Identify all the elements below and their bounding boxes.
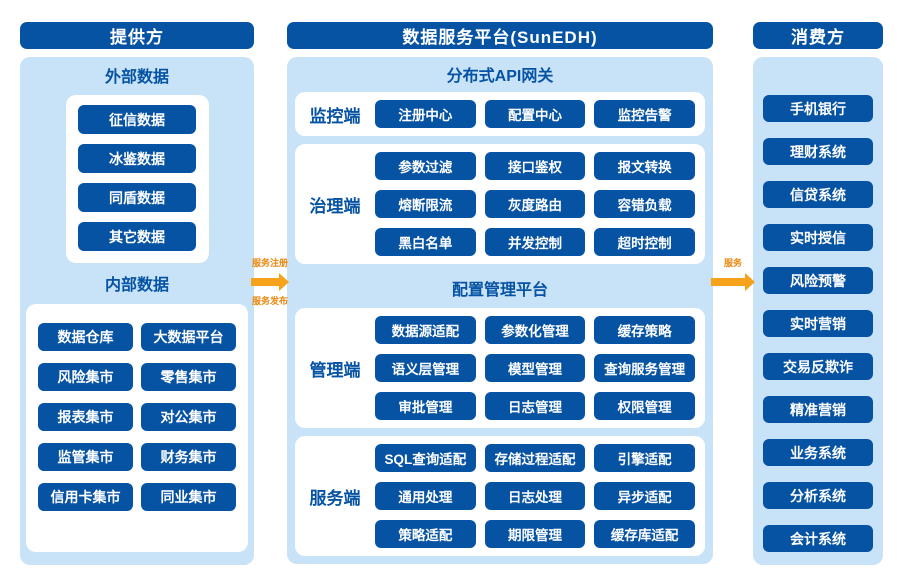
governance-node: 参数过滤: [375, 152, 476, 180]
management-node: 缓存策略: [594, 316, 695, 344]
service-node: 期限管理: [484, 520, 586, 548]
internal-data-node: 数据仓库: [38, 323, 133, 351]
management-node: 语义层管理: [375, 354, 476, 382]
service-node: 日志处理: [484, 482, 586, 510]
external-data-node: 其它数据: [78, 222, 196, 251]
internal-data-node: 报表集市: [38, 403, 133, 431]
internal-data-node: 财务集市: [141, 443, 236, 471]
service-node: 通用处理: [375, 482, 476, 510]
service-node: 策略适配: [375, 520, 476, 548]
consumer-node: 理财系统: [763, 138, 873, 165]
management-node: 参数化管理: [484, 316, 586, 344]
consumer-node: 手机银行: [763, 95, 873, 122]
consumer-node: 会计系统: [763, 525, 873, 552]
consumer-node: 实时授信: [763, 224, 873, 251]
management-node: 权限管理: [594, 392, 695, 420]
internal-data-node: 信用卡集市: [38, 483, 133, 511]
governance-group-label: 治理端: [309, 196, 361, 216]
config-platform-title: 配置管理平台: [451, 282, 548, 299]
consumer-node: 精准营销: [763, 396, 873, 423]
register-publish-flow: 服务注册 服务发布: [251, 257, 289, 307]
consumer-node: 业务系统: [763, 439, 873, 466]
consumer-column: 消费方 手机银行理财系统信贷系统实时授信风险预警实时营销交易反欺诈精准营销业务系…: [753, 22, 883, 565]
service-group-grid: SQL查询适配存储过程适配引擎适配通用处理日志处理异步适配策略适配期限管理缓存库…: [375, 436, 705, 556]
external-data-node: 同盾数据: [78, 183, 196, 212]
governance-node: 接口鉴权: [484, 152, 586, 180]
governance-node: 报文转换: [594, 152, 695, 180]
monitor-node: 配置中心: [484, 100, 586, 128]
platform-column: 数据服务平台(SunEDH) 分布式API网关 监控端 注册中心配置中心监控告警…: [287, 22, 713, 564]
monitor-node: 注册中心: [375, 100, 476, 128]
service-node: 引擎适配: [594, 444, 695, 472]
platform-panel: 分布式API网关 监控端 注册中心配置中心监控告警 治理端 参数过滤接口鉴权报文…: [287, 57, 713, 564]
internal-data-node: 同业集市: [141, 483, 236, 511]
service-node: 缓存库适配: [594, 520, 695, 548]
external-data-node: 冰鉴数据: [78, 144, 196, 173]
consumer-node: 实时营销: [763, 310, 873, 337]
internal-data-node: 对公集市: [141, 403, 236, 431]
management-group-grid: 数据源适配参数化管理缓存策略语义层管理模型管理查询服务管理审批管理日志管理权限管…: [375, 308, 705, 428]
internal-data-node: 监管集市: [38, 443, 133, 471]
governance-group-grid: 参数过滤接口鉴权报文转换熔断限流灰度路由容错负载黑白名单并发控制超时控制: [375, 144, 705, 264]
governance-node: 容错负载: [594, 190, 695, 218]
governance-node: 超时控制: [594, 228, 695, 256]
service-publish-label: 服务发布: [251, 296, 288, 306]
monitor-group-label: 监控端: [309, 106, 361, 126]
management-node: 模型管理: [484, 354, 586, 382]
consumer-header: 消费方: [753, 22, 883, 49]
consumer-node: 交易反欺诈: [763, 353, 873, 380]
monitor-group-grid: 注册中心配置中心监控告警: [375, 92, 705, 136]
api-gateway-title: 分布式API网关: [446, 68, 554, 85]
service-node: SQL查询适配: [375, 444, 476, 472]
service-node: 存储过程适配: [484, 444, 586, 472]
management-group-label: 管理端: [309, 360, 361, 380]
consumer-node: 信贷系统: [763, 181, 873, 208]
internal-data-title: 内部数据: [104, 277, 169, 294]
provider-column: 提供方 外部数据 征信数据冰鉴数据同盾数据其它数据 内部数据 数据仓库大数据平台…: [20, 22, 254, 565]
external-data-node: 征信数据: [78, 105, 196, 134]
management-node: 审批管理: [375, 392, 476, 420]
platform-header: 数据服务平台(SunEDH): [287, 22, 713, 49]
internal-data-node: 大数据平台: [141, 323, 236, 351]
monitor-node: 监控告警: [594, 100, 695, 128]
provider-panel: 外部数据 征信数据冰鉴数据同盾数据其它数据 内部数据 数据仓库大数据平台风险集市…: [20, 57, 254, 565]
governance-node: 黑白名单: [375, 228, 476, 256]
governance-node: 熔断限流: [375, 190, 476, 218]
management-node: 数据源适配: [375, 316, 476, 344]
service-node: 异步适配: [594, 482, 695, 510]
consumer-node: 分析系统: [763, 482, 873, 509]
internal-data-node: 零售集市: [141, 363, 236, 391]
internal-data-node: 风险集市: [38, 363, 133, 391]
governance-node: 并发控制: [484, 228, 586, 256]
service-label: 服务: [723, 258, 742, 268]
management-node: 查询服务管理: [594, 354, 695, 382]
management-group: 管理端 数据源适配参数化管理缓存策略语义层管理模型管理查询服务管理审批管理日志管…: [295, 308, 705, 428]
management-node: 日志管理: [484, 392, 586, 420]
right-arrow-icon: [251, 273, 289, 291]
service-group: 服务端 SQL查询适配存储过程适配引擎适配通用处理日志处理异步适配策略适配期限管…: [295, 436, 705, 556]
service-register-label: 服务注册: [251, 258, 288, 268]
governance-group: 治理端 参数过滤接口鉴权报文转换熔断限流灰度路由容错负载黑白名单并发控制超时控制: [295, 144, 705, 264]
external-data-title: 外部数据: [104, 69, 169, 86]
service-group-label: 服务端: [309, 488, 361, 508]
consumer-node: 风险预警: [763, 267, 873, 294]
external-data-box: 征信数据冰鉴数据同盾数据其它数据: [65, 95, 209, 263]
governance-node: 灰度路由: [484, 190, 586, 218]
right-arrow-icon: [711, 273, 755, 291]
provider-header: 提供方: [20, 22, 254, 49]
monitor-group: 监控端 注册中心配置中心监控告警: [295, 92, 705, 136]
consumer-panel: 手机银行理财系统信贷系统实时授信风险预警实时营销交易反欺诈精准营销业务系统分析系…: [753, 57, 883, 565]
internal-data-box: 数据仓库大数据平台风险集市零售集市报表集市对公集市监管集市财务集市信用卡集市同业…: [26, 304, 248, 552]
service-flow: 服务: [711, 257, 755, 295]
